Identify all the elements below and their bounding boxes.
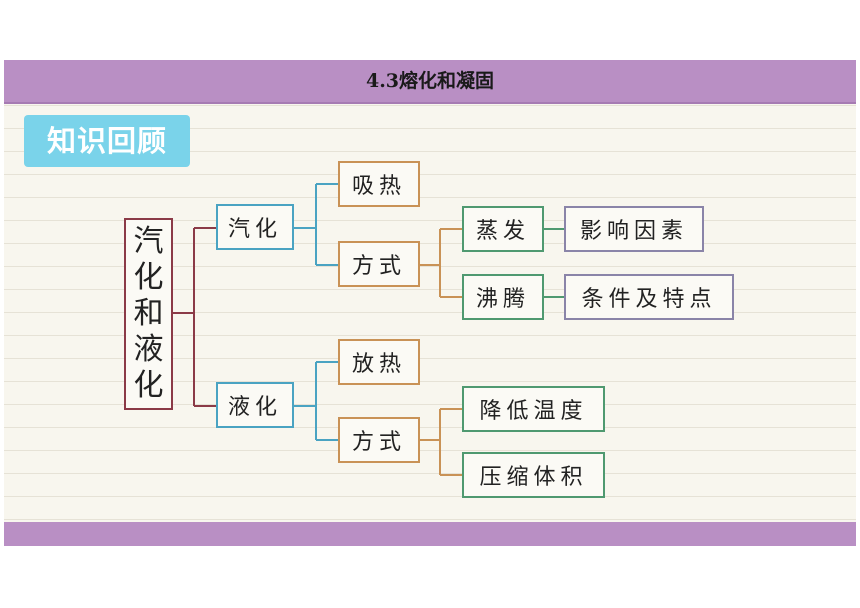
boiling-node: 沸腾 xyxy=(462,274,544,320)
conditions-features-node: 条件及特点 xyxy=(564,274,734,320)
root-char-4: 液 xyxy=(133,332,164,367)
root-node: 汽 化 和 液 化 xyxy=(124,218,173,410)
root-connector xyxy=(173,227,216,407)
bottom-bar xyxy=(4,522,856,546)
section-tag-label: 知识回顾 xyxy=(46,124,167,158)
compress-volume-node: 压缩体积 xyxy=(462,452,605,498)
mindmap-connectors xyxy=(173,183,564,476)
slide: 4.3熔化和凝固 知识回顾 xyxy=(4,60,856,546)
liquefaction-methods-node: 方式 xyxy=(338,417,420,463)
level1-connectors xyxy=(294,183,338,441)
lower-temperature-node: 降低温度 xyxy=(462,386,605,432)
liquefaction-node: 液化 xyxy=(216,382,294,428)
level3-connectors xyxy=(544,228,564,298)
section-tag: 知识回顾 xyxy=(24,115,190,167)
evaporation-node: 蒸发 xyxy=(462,206,544,252)
root-char-5: 化 xyxy=(133,368,164,403)
root-char-1: 汽 xyxy=(133,224,164,259)
vaporization-node: 汽化 xyxy=(216,204,294,250)
title-bar: 4.3熔化和凝固 xyxy=(4,60,856,104)
level2-connectors xyxy=(420,228,462,476)
release-heat-node: 放热 xyxy=(338,339,420,385)
influencing-factors-node: 影响因素 xyxy=(564,206,704,252)
vaporization-methods-node: 方式 xyxy=(338,241,420,287)
root-char-2: 化 xyxy=(133,260,164,295)
root-char-3: 和 xyxy=(133,296,164,331)
page-title: 4.3熔化和凝固 xyxy=(365,70,495,92)
absorb-heat-node: 吸热 xyxy=(338,161,420,207)
